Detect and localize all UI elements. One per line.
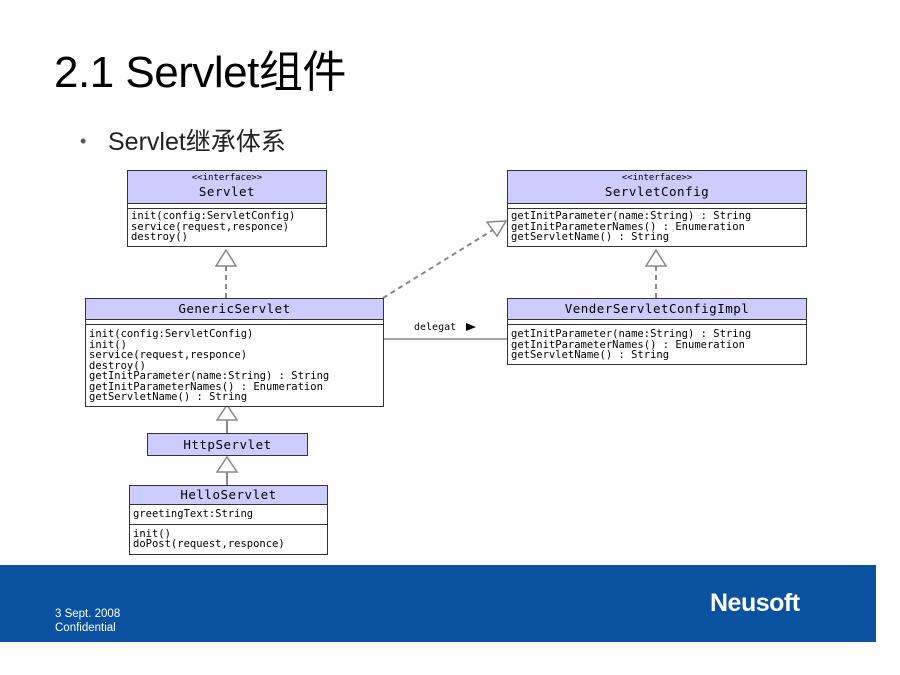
class-generic-servlet: GenericServlet init(config:ServletConfig… xyxy=(85,298,384,407)
method: getInitParameterNames() : Enumeration xyxy=(511,338,745,351)
stereotype-label: <<interface>> xyxy=(191,173,263,183)
method: init(config:ServletConfig) xyxy=(131,210,296,222)
methods-section: init() doPost(request,responce) xyxy=(130,525,327,554)
method: getInitParameterNames() : Enumeration xyxy=(511,220,745,233)
class-header: <<interface>> Servlet xyxy=(128,171,326,204)
method: doPost(request,responce) xyxy=(133,538,285,550)
class-header: VenderServletConfigImpl xyxy=(508,299,806,320)
stereotype-label: <<interface>> xyxy=(621,173,693,183)
method: init(config:ServletConfig) xyxy=(89,328,254,340)
generalization-arrowhead xyxy=(215,455,239,473)
method: service(request,responce) xyxy=(89,349,248,361)
methods-section: getInitParameter(name:String) : String g… xyxy=(508,209,806,246)
method: init() xyxy=(133,527,171,540)
class-header: HttpServlet xyxy=(148,434,307,455)
method: getInitParameter(name:String) : String xyxy=(511,210,752,222)
class-servlet: <<interface>> Servlet init(config:Servle… xyxy=(127,170,327,247)
footer-date: 3 Sept. 2008 xyxy=(55,608,121,620)
class-name: ServletConfig xyxy=(604,184,710,199)
realization-arrowhead xyxy=(485,220,508,238)
realization-generic-to-config xyxy=(382,227,497,299)
footer-confidential: Confidential xyxy=(55,622,116,634)
bullet-dot: • xyxy=(80,131,87,151)
delegate-label: delegat xyxy=(414,322,457,333)
slide-title: 2.1 Servlet组件 xyxy=(54,48,346,97)
methods-section: init(config:ServletConfig) service(reque… xyxy=(128,209,326,246)
realization-arrowhead xyxy=(644,248,668,267)
class-http-servlet: HttpServlet xyxy=(147,433,308,456)
method: service(request,responce) xyxy=(131,220,290,233)
class-header: <<interface>> ServletConfig xyxy=(508,171,806,204)
attributes-section xyxy=(508,204,806,209)
method: getServletName() : String xyxy=(511,349,670,361)
class-name: GenericServlet xyxy=(178,301,291,316)
method: getInitParameter(name:String) : String xyxy=(511,328,752,340)
class-header: HelloServlet xyxy=(130,486,327,505)
methods-section: getInitParameter(name:String) : String g… xyxy=(508,325,806,364)
method: getServletName() : String xyxy=(511,231,670,243)
class-name: Servlet xyxy=(198,184,256,199)
method: destroy() xyxy=(89,359,146,372)
footer-meta: 3 Sept. 2008 Confidential xyxy=(55,607,120,635)
class-name: HelloServlet xyxy=(180,487,277,502)
method: init() xyxy=(89,338,127,351)
class-header: GenericServlet xyxy=(86,299,383,320)
attribute: greetingText:String xyxy=(133,508,254,520)
attributes-section: greetingText:String xyxy=(130,505,327,525)
class-hello-servlet: HelloServlet greetingText:String init() … xyxy=(129,485,328,555)
attributes-section xyxy=(128,204,326,209)
generalization-arrowhead xyxy=(215,403,239,421)
class-name: HttpServlet xyxy=(183,437,272,452)
neusoft-logo: Neusoft xyxy=(710,589,800,617)
method: getInitParameterNames() : Enumeration xyxy=(89,380,323,393)
class-servlet-config: <<interface>> ServletConfig getInitParam… xyxy=(507,170,807,247)
attributes-section xyxy=(508,320,806,325)
footer-band: 3 Sept. 2008 Confidential Neusoft xyxy=(0,565,876,642)
attributes-section xyxy=(86,320,383,325)
class-name: VenderServletConfigImpl xyxy=(564,301,750,316)
delegate-arrowhead xyxy=(466,323,476,331)
bullet-item: • Servlet继承体系 xyxy=(80,122,286,158)
method: getServletName() : String xyxy=(89,391,248,403)
realization-arrowhead xyxy=(214,248,238,267)
method: destroy() xyxy=(131,231,188,243)
class-vender-servlet-config-impl: VenderServletConfigImpl getInitParameter… xyxy=(507,298,807,365)
methods-section: init(config:ServletConfig) init() servic… xyxy=(86,325,383,406)
method: getInitParameter(name:String) : String xyxy=(89,370,330,382)
bullet-text: Servlet继承体系 xyxy=(108,128,286,156)
